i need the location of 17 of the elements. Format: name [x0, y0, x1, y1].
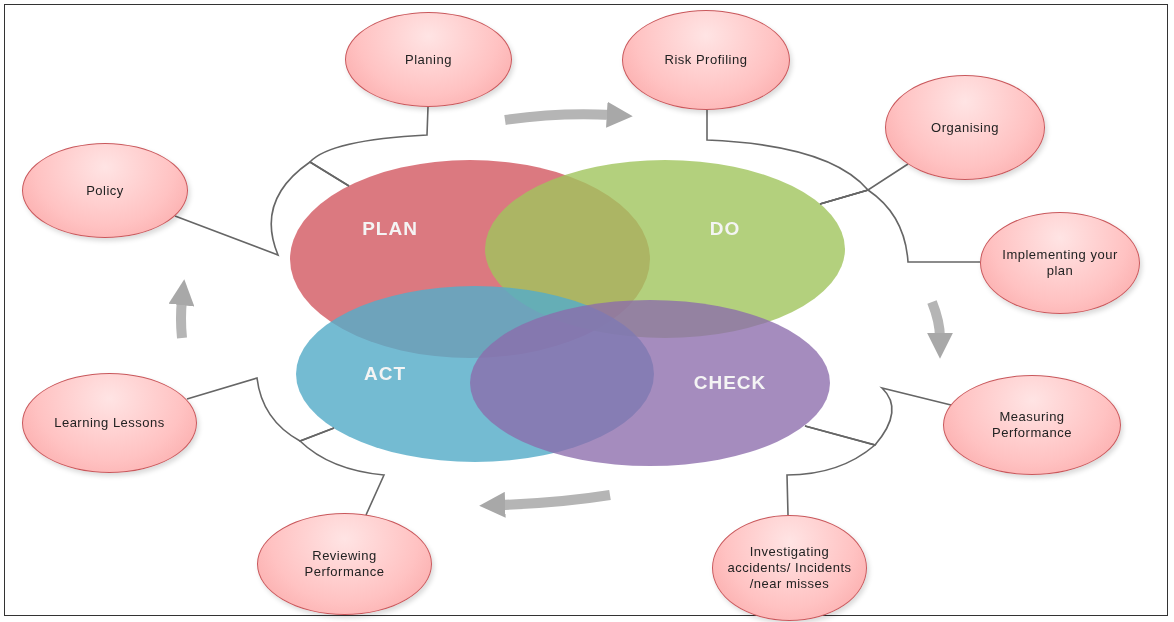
topic-label: Organising: [930, 119, 1000, 136]
phase-label: PLAN: [362, 218, 418, 240]
phase-label: DO: [709, 218, 741, 240]
leader-line: [819, 189, 981, 263]
topic-label: Learning Lessons: [53, 415, 166, 431]
topic-label: Implementing your plan: [1001, 247, 1119, 279]
topic-label: Risk Profiling: [663, 52, 749, 68]
phase-label: CHECK: [693, 372, 767, 394]
leader-line: [299, 427, 385, 516]
leader-line: [174, 161, 350, 256]
topic-label: Planing: [404, 51, 453, 68]
phase-label: ACT: [363, 363, 407, 385]
topic-label: Reviewing Performance: [303, 548, 386, 580]
topic-label: Measuring Performance: [991, 409, 1073, 441]
leader-line: [786, 425, 876, 516]
topic-label: Policy: [85, 182, 125, 199]
topic-label: Investigating accidents/ Incidents /near misses: [726, 544, 853, 592]
